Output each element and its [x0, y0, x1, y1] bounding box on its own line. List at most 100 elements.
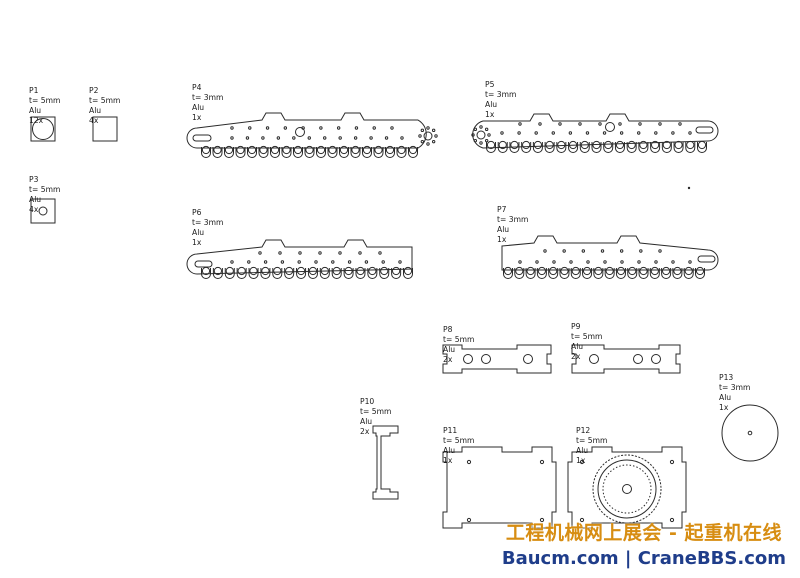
- track-tooth: [571, 268, 580, 278]
- rivet-hole: [586, 132, 588, 134]
- rivet-hole: [293, 137, 295, 139]
- track-tooth-hole: [297, 267, 304, 274]
- track-tooth: [594, 268, 603, 279]
- track-tooth: [317, 147, 326, 158]
- track-tooth-hole: [381, 267, 388, 274]
- track-tooth: [397, 147, 406, 158]
- rivet-hole: [501, 132, 503, 134]
- rivet-hole: [638, 261, 640, 263]
- rivet-hole: [339, 137, 341, 139]
- rivet-hole: [246, 137, 248, 139]
- track-tooth: [213, 147, 222, 158]
- rivet-hole: [308, 137, 310, 139]
- track-tooth-hole: [260, 146, 267, 153]
- rivet-hole: [354, 137, 356, 139]
- rivet-hole: [264, 261, 266, 263]
- rivet-hole: [659, 123, 661, 125]
- rivet-hole: [603, 132, 605, 134]
- track-tooth: [627, 142, 636, 153]
- track-tooth-hole: [617, 267, 624, 274]
- track-tooth: [533, 142, 542, 153]
- track-tooth: [285, 268, 294, 279]
- rivet-hole: [638, 132, 640, 134]
- bolt-hole: [432, 140, 434, 142]
- track-tooth-hole: [516, 267, 523, 274]
- track-tooth: [297, 268, 306, 279]
- rivet-hole: [553, 261, 555, 263]
- rivet-hole: [332, 261, 334, 263]
- track-tooth: [515, 268, 524, 279]
- watermark-links[interactable]: Baucm.com | CraneBBS.com: [501, 548, 786, 569]
- rivet-hole: [536, 261, 538, 263]
- rivet-hole: [519, 123, 521, 125]
- track-tooth: [249, 268, 258, 279]
- part-p11-shape: [443, 447, 556, 528]
- track-tooth: [557, 142, 566, 153]
- track-tooth-hole: [538, 267, 545, 274]
- track-tooth: [560, 268, 569, 279]
- track-tooth-hole: [511, 141, 518, 148]
- track-tooth-hole: [572, 267, 579, 274]
- rivet-hole: [518, 132, 520, 134]
- track-tooth: [344, 268, 353, 279]
- rivet-hole: [370, 137, 372, 139]
- track-tooth-hole: [393, 267, 400, 274]
- rivet-hole: [535, 132, 537, 134]
- track-tooth: [305, 147, 314, 158]
- track-tooth: [592, 142, 601, 153]
- rivet-hole: [621, 261, 623, 263]
- rivet-hole: [672, 132, 674, 134]
- track-tooth-hole: [352, 146, 359, 153]
- rivet-hole: [284, 127, 286, 129]
- track-tooth-hole: [687, 141, 694, 148]
- rivet-hole: [277, 137, 279, 139]
- track-tooth-hole: [202, 146, 209, 153]
- track-tooth: [363, 147, 372, 158]
- track-tooth-hole: [606, 267, 613, 274]
- track-tooth: [248, 147, 257, 158]
- track-tooth-hole: [499, 141, 506, 148]
- track-tooth-hole: [283, 146, 290, 153]
- bolt-hole: [421, 129, 423, 131]
- track-tooth-hole: [398, 146, 405, 153]
- track-tooth-hole: [593, 141, 600, 148]
- track-tooth: [662, 268, 671, 279]
- track-tooth: [271, 147, 280, 158]
- bolt-hole: [480, 126, 482, 128]
- track-tooth: [261, 268, 270, 279]
- bolt-hole: [488, 134, 490, 136]
- track-tooth: [639, 142, 648, 153]
- rivet-hole: [231, 261, 233, 263]
- bolt-hole: [421, 140, 423, 142]
- track-tooth: [259, 147, 268, 158]
- track-tooth: [674, 142, 683, 153]
- rivet-hole: [639, 123, 641, 125]
- track-tooth-hole: [238, 267, 245, 274]
- rivet-hole: [249, 127, 251, 129]
- rivet-hole: [399, 261, 401, 263]
- rivet-hole: [319, 252, 321, 254]
- track-tooth: [639, 268, 648, 279]
- track-tooth-hole: [675, 141, 682, 148]
- bolt-hole: [427, 127, 429, 129]
- rivet-hole: [391, 127, 393, 129]
- part-p3-shape: [31, 199, 55, 223]
- track-tooth-hole: [616, 141, 623, 148]
- watermark-title: 工程机械网上展会 - 起重机在线: [505, 522, 782, 544]
- track-tooth: [583, 268, 592, 279]
- rivet-hole: [679, 123, 681, 125]
- track-tooth-hole: [561, 267, 568, 274]
- part-p4-shape: [187, 113, 437, 158]
- track-tooth-hole: [595, 267, 602, 274]
- bolt-hole: [485, 139, 487, 141]
- rivet-hole: [320, 127, 322, 129]
- track-tooth: [504, 268, 513, 279]
- rivet-hole: [379, 252, 381, 254]
- rivet-hole: [382, 261, 384, 263]
- rivet-hole: [355, 127, 357, 129]
- bolt-hole: [432, 129, 434, 131]
